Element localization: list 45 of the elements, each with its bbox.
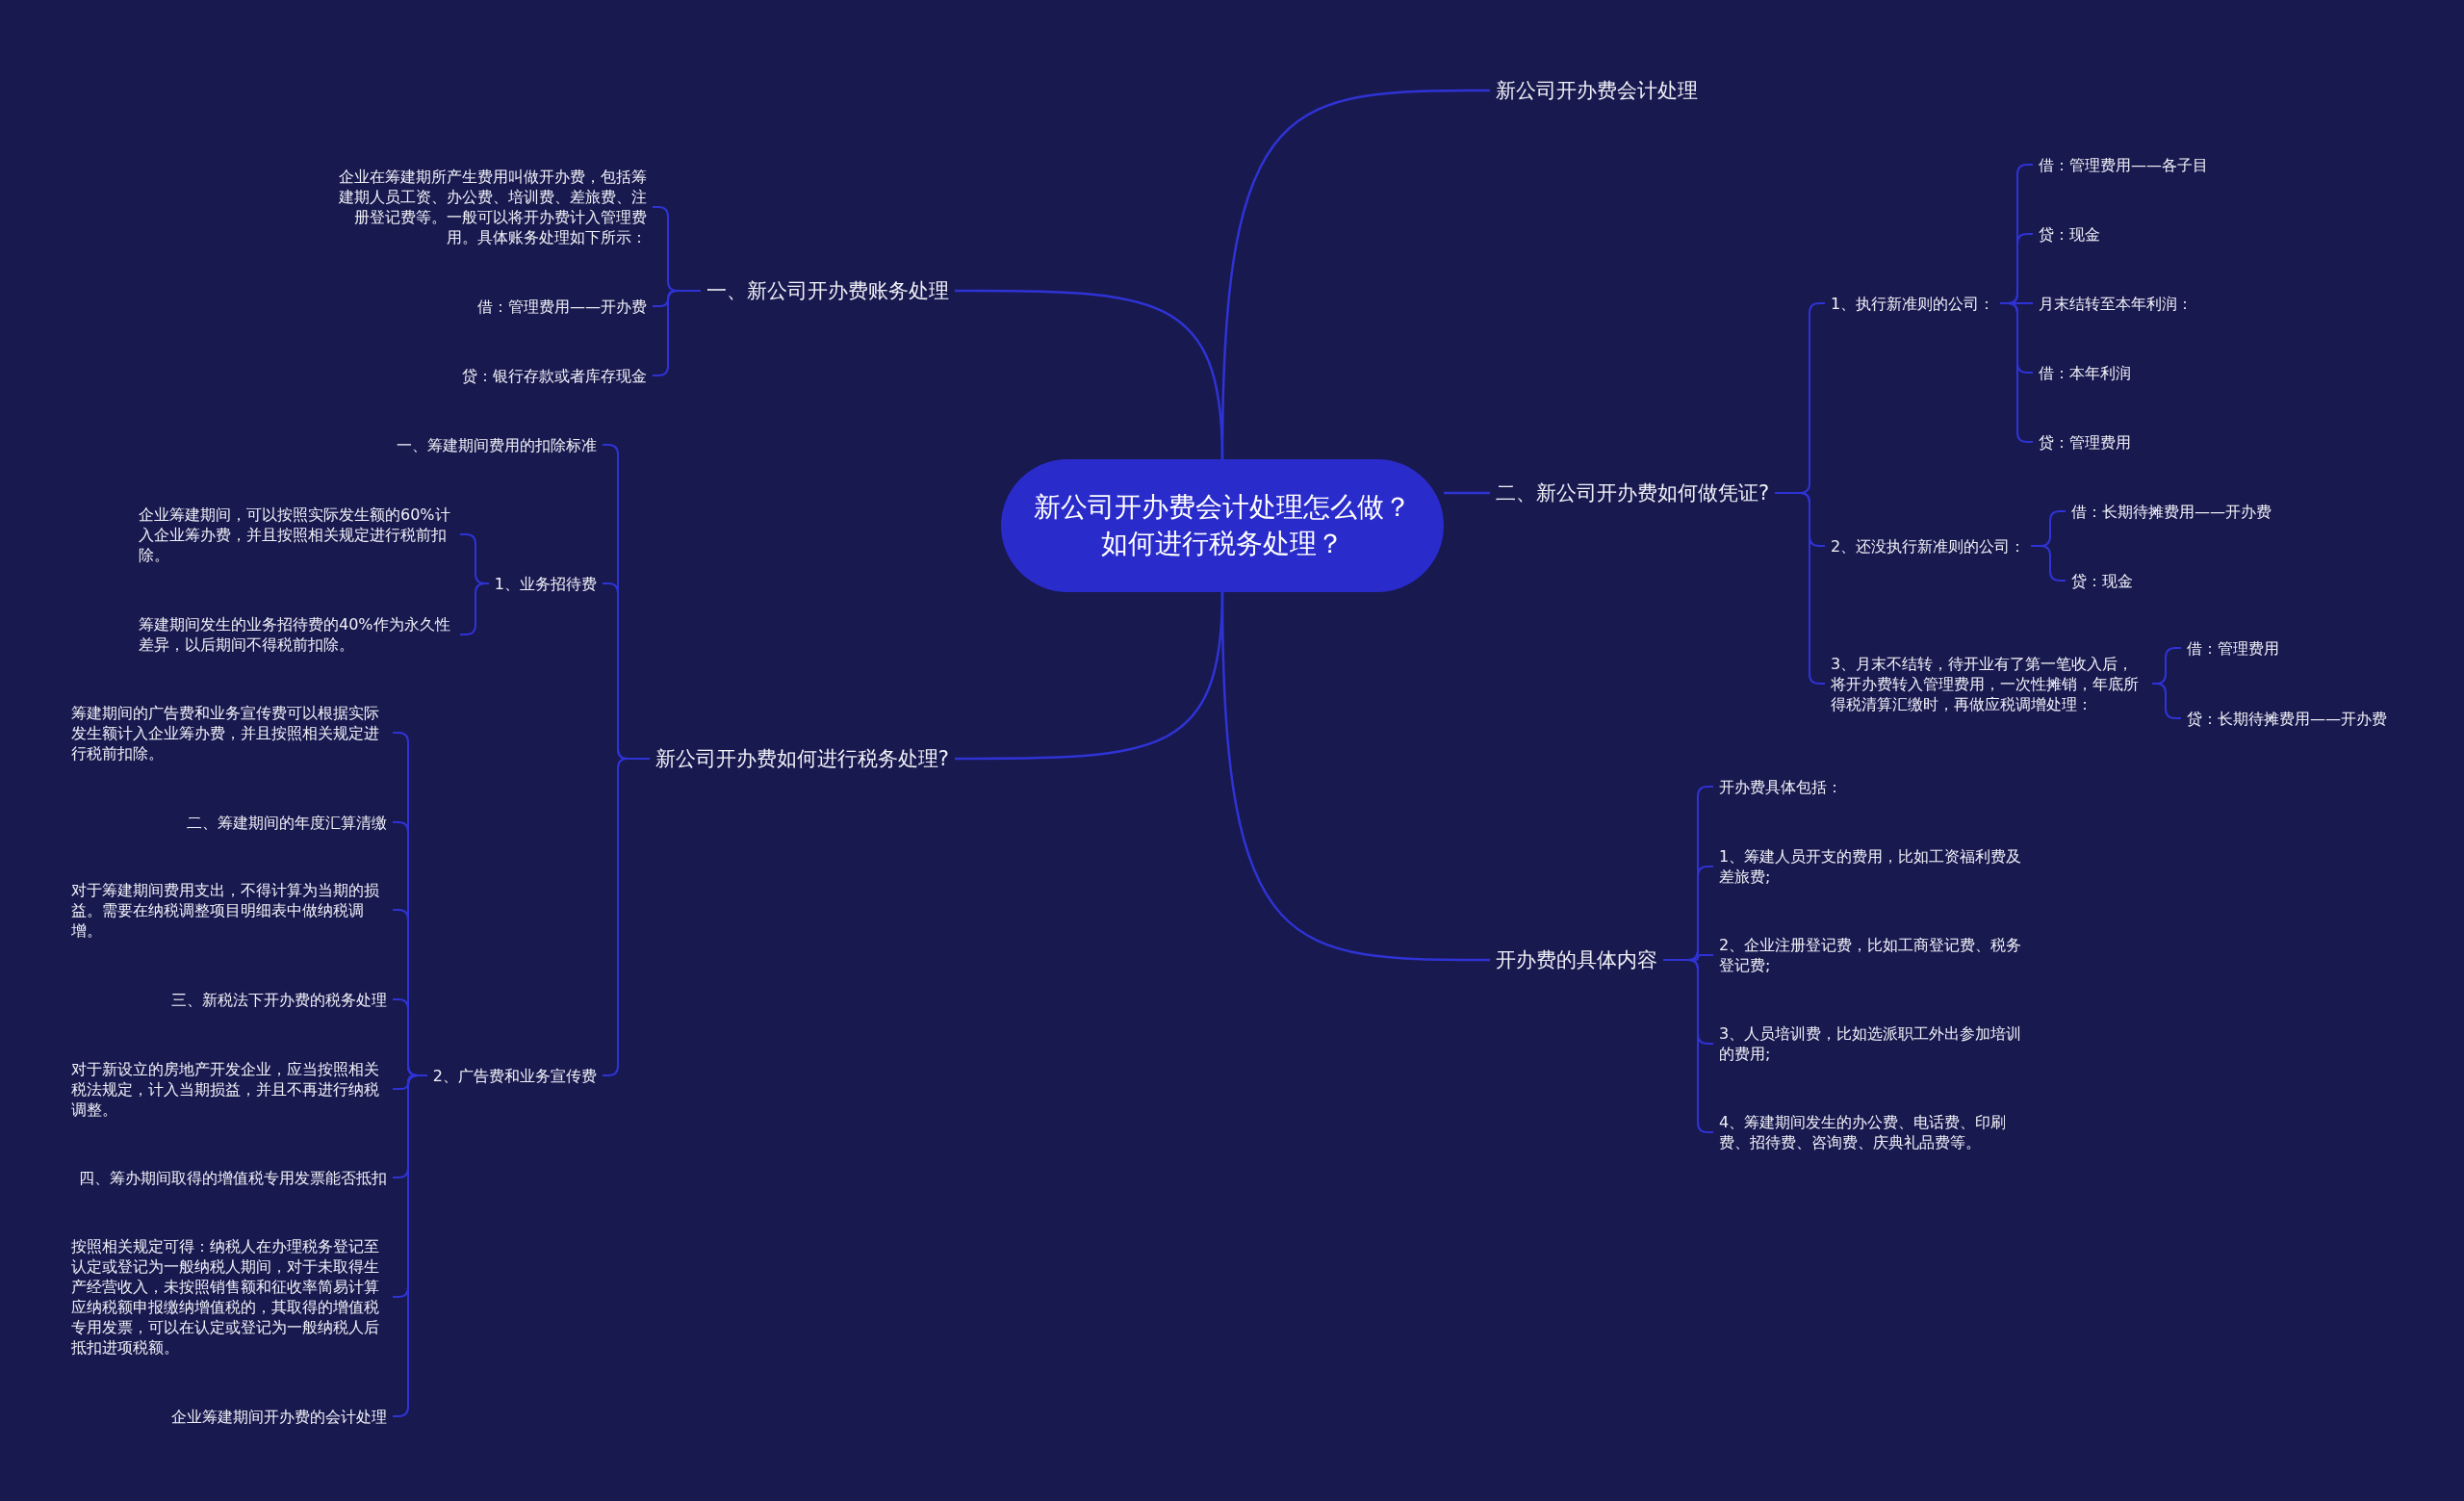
connector-line [1444,491,1490,495]
sub-topic: 对于新设立的房地产开发企业，应当按照相关税法规定，计入当期损益，并且不再进行纳税调整。 [65,1055,393,1123]
sub-topic: 3、月末不结转，待开业有了第一笔收入后，将开办费转入管理费用，一次性摊销，年底所得税清算汇缴时，再做应税调增处理： [1825,650,2152,717]
sub-topic: 二、筹建期间的年度汇算清缴 [181,809,393,836]
sub-topic: 2、广告费和业务宣传费 [426,1062,603,1089]
branch-topic: 开办费的具体内容 [1490,944,1663,976]
sub-topic: 1、执行新准则的公司： [1825,290,2001,317]
sub-topic: 借：本年利润 [2033,359,2137,386]
sub-topic: 2、还没执行新准则的公司： [1825,532,2032,559]
central-topic: 新公司开办费会计处理怎么做？如何进行税务处理？ [1001,459,1444,592]
sub-topic: 贷：现金 [2033,220,2106,247]
sub-topic: 借：管理费用 [2181,634,2285,661]
sub-topic: 1、业务招待费 [488,570,603,597]
sub-topic: 筹建期间发生的业务招待费的40%作为永久性差异，以后期间不得税前扣除。 [133,611,460,658]
sub-topic: 3、人员培训费，比如选派职工外出参加培训的费用; [1713,1021,2040,1067]
sub-topic: 贷：长期待摊费用——开办费 [2181,705,2393,732]
connector-line [2030,545,2066,582]
sub-topic: 4、筹建期间发生的办公费、电话费、印刷费、招待费、咨询费、庆典礼品费等。 [1713,1109,2040,1155]
sub-topic: 筹建期间的广告费和业务宣传费可以根据实际发生额计入企业筹办费，并且按照相关规定进行税前扣除。 [65,699,393,766]
sub-topic: 一、筹建期间费用的扣除标准 [391,431,603,458]
sub-topic: 借：长期待摊费用——开办费 [2066,498,2277,525]
sub-topic: 按照相关规定可得：纳税人在办理税务登记至认定或登记为一般纳税人期间，对于未取得生产经营收入，未按照销售额和征收率简易计算应纳税额申报缴纳增值税的，其取得的增值税专用发票，可以在认定或登记为一般纳税人后抵扣进项税额。 [65,1233,393,1360]
sub-topic: 贷：管理费用 [2033,428,2137,455]
sub-topic: 借：管理费用——各子目 [2033,151,2214,178]
sub-topic: 企业筹建期间，可以按照实际发生额的60%计入企业筹办费，并且按照相关规定进行税前扣除。 [133,501,460,568]
branch-topic: 新公司开办费会计处理 [1490,74,1704,107]
sub-topic: 四、筹办期间取得的增值税专用发票能否抵扣 [73,1164,393,1191]
sub-topic: 企业筹建期间开办费的会计处理 [166,1403,393,1430]
sub-topic: 三、新税法下开办费的税务处理 [166,986,393,1013]
branch-topic: 新公司开办费如何进行税务处理? [649,742,955,775]
connector-line [2151,683,2182,719]
sub-topic: 1、筹建人员开支的费用，比如工资福利费及差旅费; [1713,843,2040,890]
sub-topic: 对于筹建期间费用支出，不得计算为当期的损益。需要在纳税调整项目明细表中做纳税调增。 [65,876,393,944]
sub-topic: 2、企业注册登记费，比如工商登记费、税务登记费; [1713,932,2040,978]
sub-topic: 企业在筹建期所产生费用叫做开办费，包括筹建期人员工资、办公费、培训费、差旅费、注册登记费等。一般可以将开办费计入管理费用。具体账务处理如下所示： [325,164,653,250]
sub-topic: 借：管理费用——开办费 [472,293,653,320]
branch-topic: 一、新公司开办费账务处理 [701,274,955,307]
sub-topic: 贷：银行存款或者库存现金 [456,362,653,389]
sub-topic: 月末结转至本年利润： [2033,290,2198,317]
sub-topic: 开办费具体包括： [1713,773,1848,800]
connector-line [955,591,1224,761]
branch-topic: 二、新公司开办费如何做凭证? [1490,477,1776,509]
connector-line [459,582,490,635]
sub-topic: 贷：现金 [2066,567,2139,594]
connector-line [955,289,1224,460]
